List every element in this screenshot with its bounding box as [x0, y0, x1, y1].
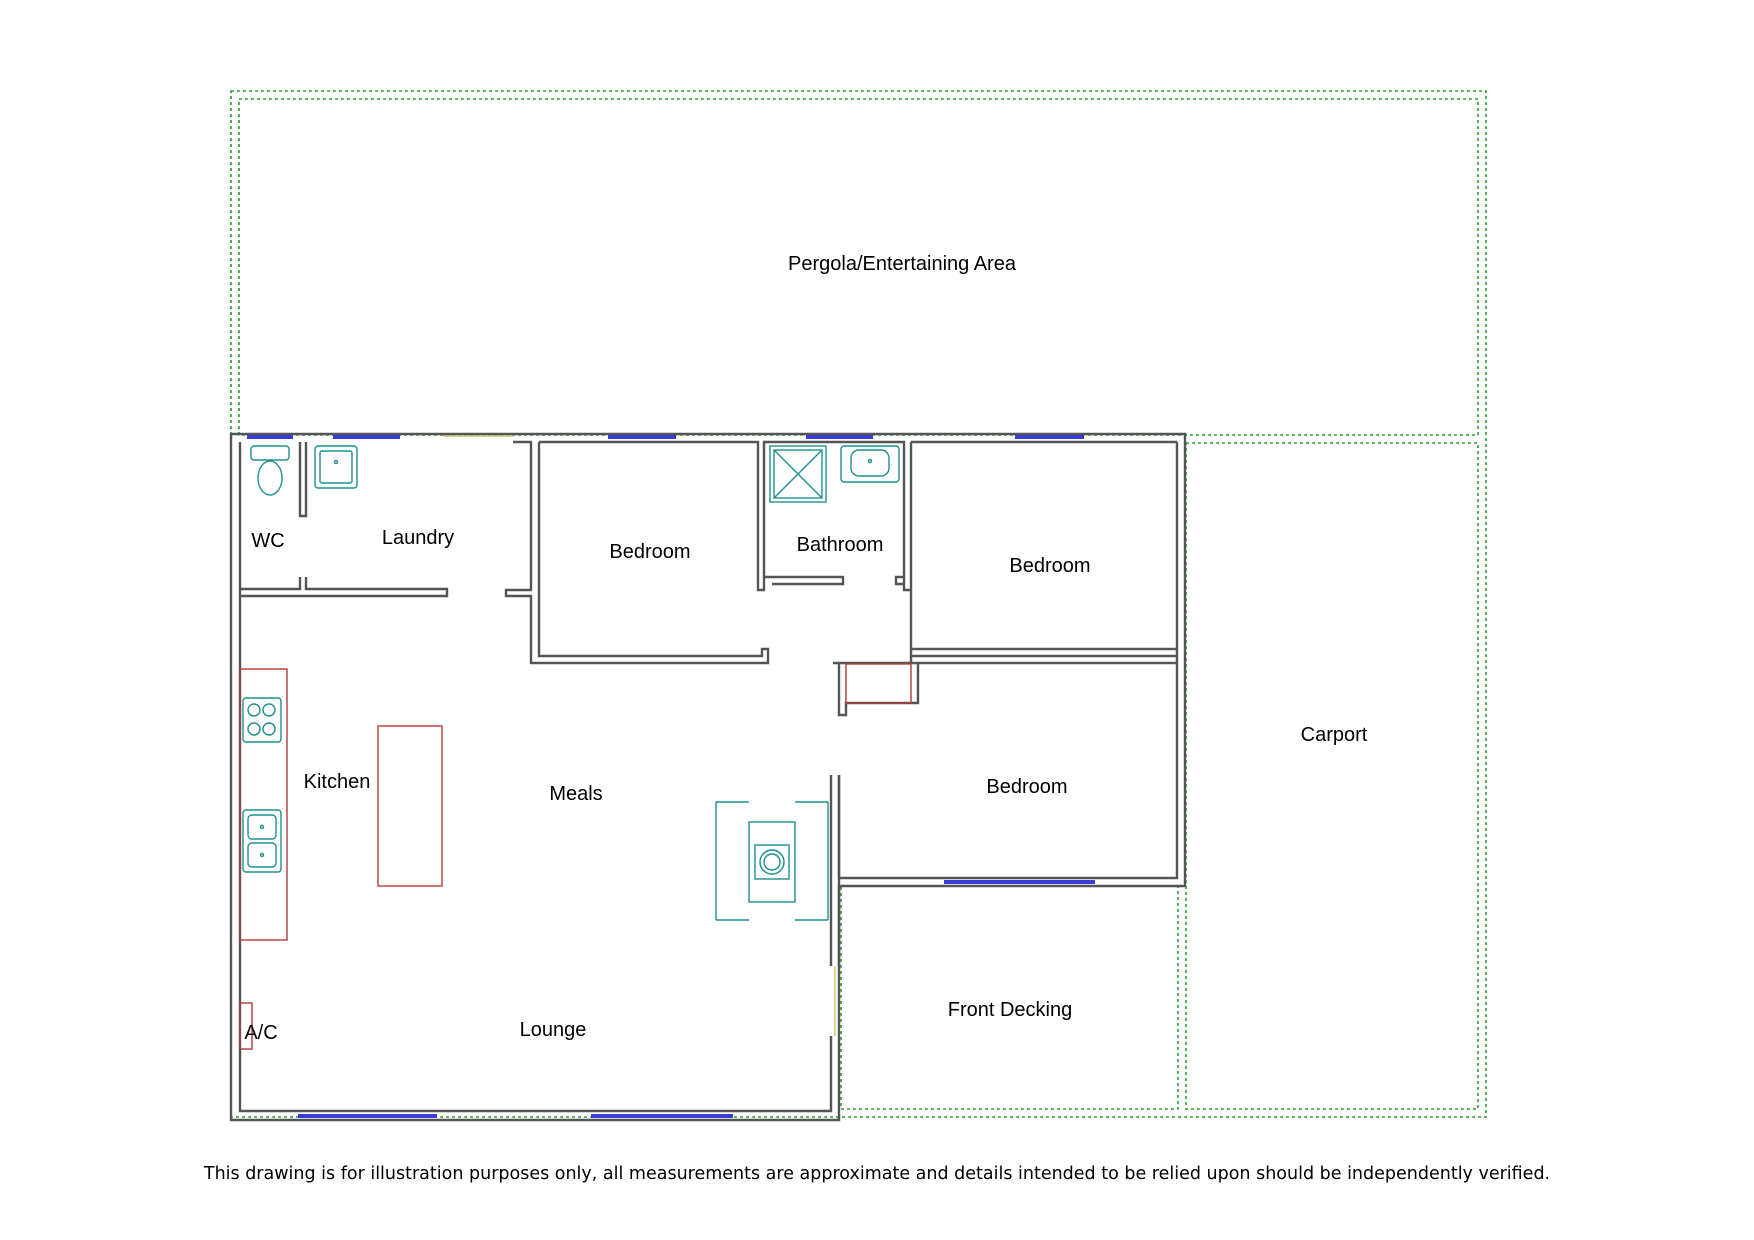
fireplace-icon: [715, 801, 829, 921]
hall-walls: [504, 440, 770, 665]
cooktop-icon: [242, 697, 282, 743]
room-label-laundry: Laundry: [382, 527, 454, 549]
room-label-meals: Meals: [549, 783, 602, 805]
bedroom-3-walls: [833, 661, 1177, 878]
shower-diag-2: [773, 449, 823, 499]
cooktop-burner-4: [262, 722, 276, 736]
room-label-bedroom-3: Bedroom: [986, 776, 1067, 798]
cooktop-burner-1: [247, 703, 261, 717]
room-label-front-decking: Front Decking: [948, 999, 1073, 1021]
room-label-bathroom: Bathroom: [797, 534, 884, 556]
room-label-kitchen: Kitchen: [304, 771, 371, 793]
door-openings: [443, 435, 836, 1036]
room-label-carport: Carport: [1301, 724, 1368, 746]
room-label-wc: WC: [251, 530, 284, 552]
windows: [247, 435, 1095, 1118]
outdoor-boundaries: [230, 90, 1487, 1118]
front-decking-boundary: [840, 885, 1179, 1110]
toilet-cistern-icon: [250, 445, 290, 461]
kitchen-island: [377, 725, 443, 887]
bedroom-2-walls: [909, 440, 1177, 663]
room-label-ac: A/C: [244, 1022, 277, 1044]
ac-unit: [239, 1002, 253, 1050]
sink-bowl-2: [247, 842, 277, 868]
carport-boundary: [1185, 442, 1479, 1110]
vanity-icon: [840, 445, 900, 483]
bedroom-1-walls: [539, 440, 913, 592]
sink-drain-1: [259, 824, 265, 830]
room-label-lounge: Lounge: [520, 1019, 587, 1041]
disclaimer-text: This drawing is for illustration purpose…: [203, 1164, 1551, 1184]
exterior-wall-inner-right: [839, 442, 1179, 880]
benches: [239, 663, 912, 1050]
cooktop-burner-3: [247, 722, 261, 736]
laundry-tub-drain-icon: [333, 459, 339, 465]
room-labels: Pergola/Entertaining Area WC Laundry Bed…: [244, 253, 1367, 1044]
room-label-pergola: Pergola/Entertaining Area: [788, 253, 1017, 275]
vanity-basin-icon: [850, 449, 890, 477]
room-label-bedroom-1: Bedroom: [609, 541, 690, 563]
wc-walls: [240, 442, 449, 598]
vanity-drain-icon: [867, 458, 873, 464]
laundry-tub-inner-icon: [319, 450, 353, 484]
pergola-boundary-outer: [230, 90, 1487, 1118]
sink-bowl-1: [247, 814, 277, 840]
bedroom-3-wardrobe: [845, 663, 912, 704]
room-label-bedroom-2: Bedroom: [1009, 555, 1090, 577]
sink-drain-2: [259, 852, 265, 858]
cooktop-burner-2: [262, 703, 276, 717]
shower-tray-icon: [773, 449, 823, 499]
pergola-boundary-inner: [238, 98, 1479, 436]
sink-icon: [242, 809, 282, 873]
laundry-tub-icon: [314, 445, 358, 489]
shower-icon: [769, 445, 827, 503]
walls: [229, 432, 1187, 1122]
bathroom-walls: [894, 575, 904, 586]
kitchen-bench: [239, 668, 288, 941]
fixtures: [242, 445, 900, 921]
toilet-bowl-icon: [257, 460, 283, 496]
